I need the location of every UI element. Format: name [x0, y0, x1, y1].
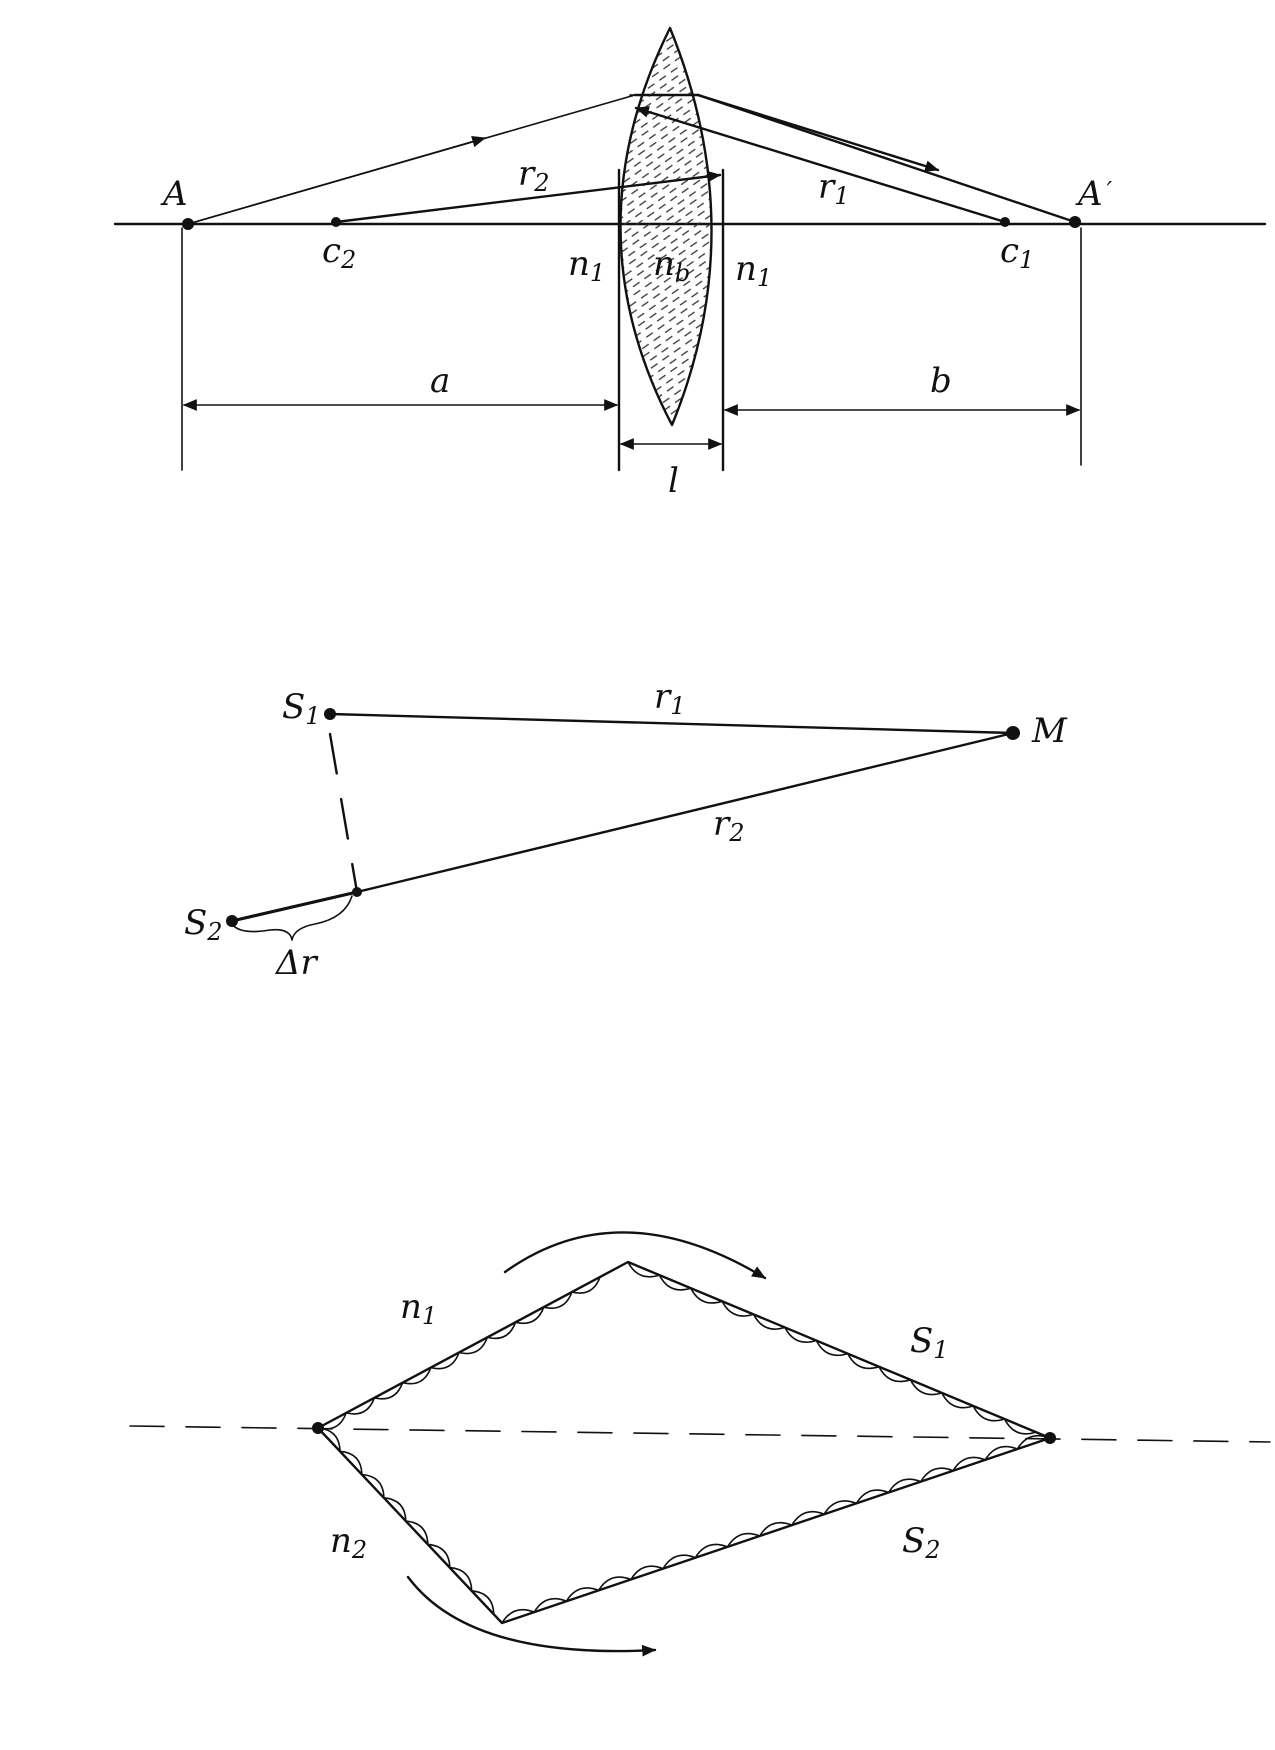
- lens-hatching: [620, 28, 712, 425]
- point-C2-dot: [331, 217, 341, 227]
- label-S1-path: S1: [910, 1321, 949, 1364]
- lower-path-line: [316, 1426, 1052, 1625]
- label-r2: r2: [518, 154, 550, 197]
- lens-outline: [619, 26, 713, 427]
- lens-diagram: A A′ c2 c1 r2 r1 n1 nb n1 a b l: [113, 26, 1267, 501]
- source-S2-dot: [226, 915, 238, 927]
- refracted-ray: [696, 93, 1077, 224]
- lower-left-wave: [317, 1427, 495, 1615]
- label-S1: S1: [282, 687, 321, 730]
- label-C2: c2: [322, 231, 356, 274]
- radius-r1-line: [634, 106, 1007, 224]
- label-M: M: [1031, 711, 1068, 751]
- path-difference-diagram: S1 S2 M r1 r2 Δr: [184, 677, 1068, 983]
- point-C1-dot: [1000, 217, 1010, 227]
- wave-paths-diagram: n1 n2 S1 S2: [129, 1231, 1271, 1657]
- label-r1-path: r1: [654, 677, 686, 720]
- label-l: l: [668, 461, 679, 501]
- delta-r-segment: [230, 890, 359, 923]
- path-r1-line: [328, 712, 1015, 735]
- foot-point-dot: [352, 887, 362, 897]
- upper-right-wave: [627, 1261, 1037, 1435]
- lower-right-wave: [501, 1434, 1051, 1624]
- label-S2-path: S2: [902, 1521, 941, 1564]
- point-A-dot: [182, 218, 194, 230]
- label-r2-path: r2: [713, 804, 745, 847]
- incident-ray-arrow: [187, 135, 487, 225]
- upper-left-wave: [317, 1276, 601, 1430]
- label-n1-left: n1: [568, 244, 605, 287]
- label-n1-wave: n1: [400, 1287, 437, 1330]
- label-n2-wave: n2: [330, 1521, 367, 1564]
- label-delta-r: Δr: [274, 943, 319, 983]
- path-r2-line: [355, 731, 1015, 894]
- label-A: A: [160, 174, 188, 214]
- point-M-dot: [1006, 726, 1020, 740]
- label-S2: S2: [184, 903, 223, 946]
- delta-r-brace: [231, 895, 353, 941]
- lower-direction-arrow: [406, 1575, 657, 1657]
- label-r1: r1: [818, 167, 850, 210]
- upper-direction-arrow: [503, 1231, 767, 1280]
- label-nb-lens: nb: [653, 244, 690, 287]
- left-node-dot: [312, 1422, 324, 1434]
- label-C1: c1: [1000, 231, 1034, 274]
- label-b: b: [930, 361, 952, 401]
- point-A-prime-dot: [1069, 216, 1081, 228]
- perpendicular-dashed-line: [328, 732, 359, 894]
- axis-dashed-line: [129, 1425, 1271, 1443]
- label-n1-right: n1: [735, 249, 772, 292]
- right-node-dot: [1044, 1432, 1056, 1444]
- label-A-prime: A′: [1075, 174, 1113, 214]
- label-a: a: [430, 361, 450, 401]
- radius-r2-line: [334, 170, 722, 224]
- source-S1-dot: [324, 708, 336, 720]
- refracted-ray-arrow: [696, 93, 940, 172]
